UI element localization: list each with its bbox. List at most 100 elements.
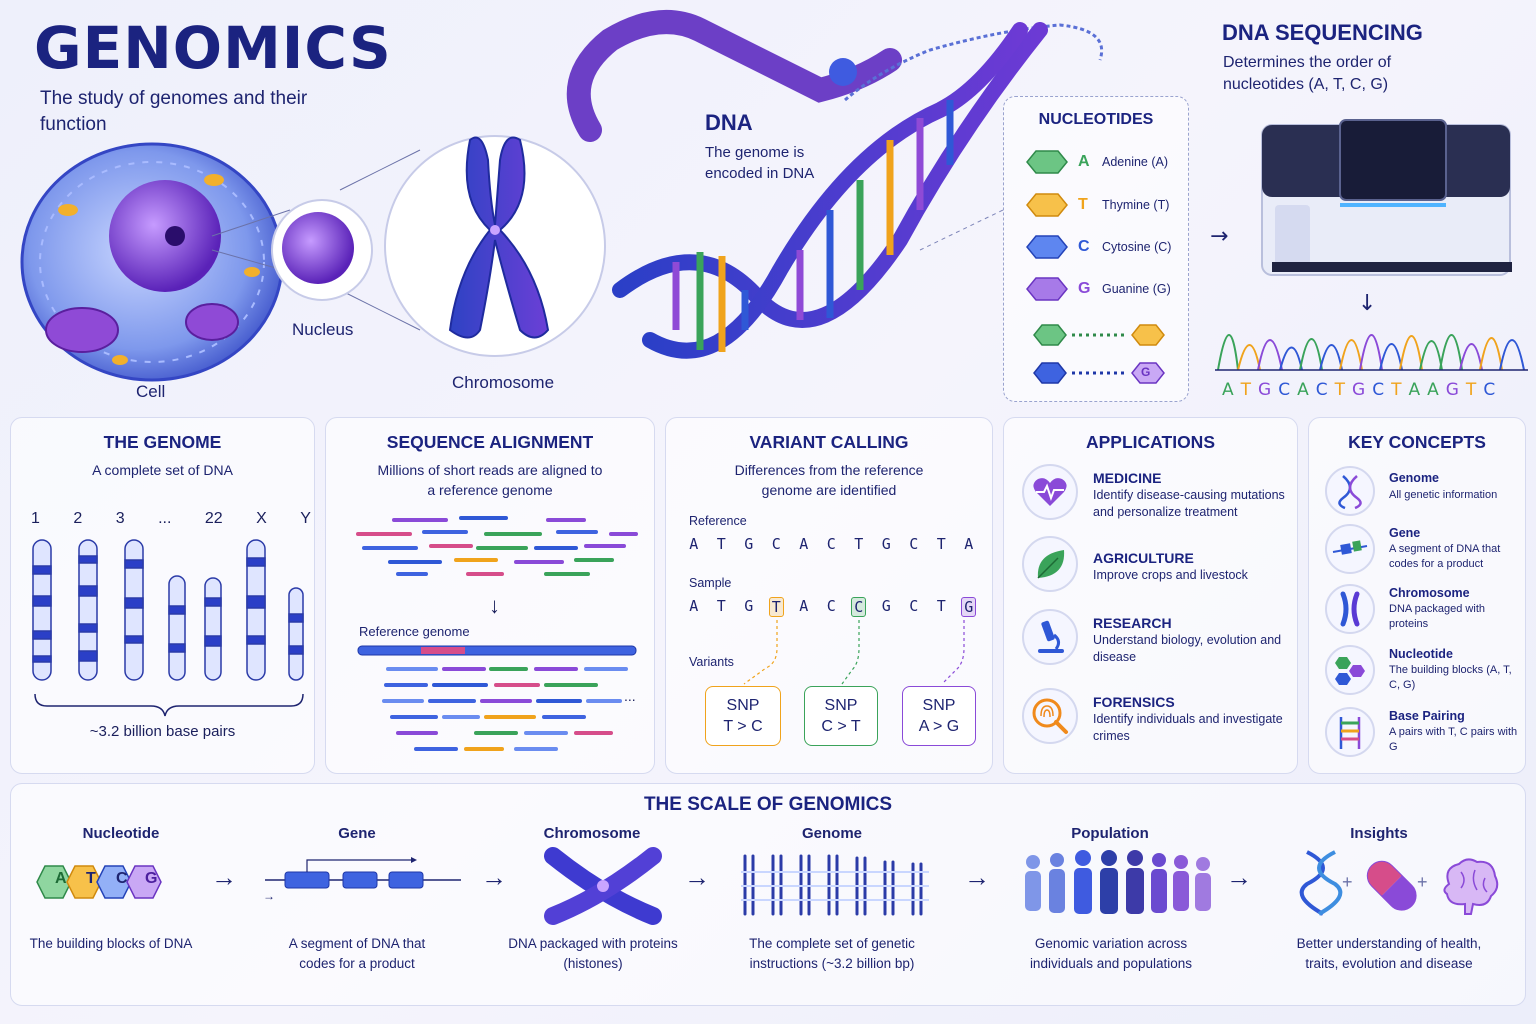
chromosome-label: Chromosome (452, 373, 555, 392)
arrow-down-icon: ↓ (489, 593, 500, 618)
sequencer-machine-icon (1261, 119, 1512, 276)
cell-illustration (20, 142, 284, 382)
scale-desc-nucleotide: The building blocks of DNA (29, 936, 193, 951)
reference-label: Reference (689, 514, 747, 528)
nucleotides-title: NUCLEOTIDES (1038, 111, 1154, 128)
scale-heading-nucleotide: Nucleotide (82, 825, 160, 842)
base-pairs-label: ~3.2 billion base pairs (89, 723, 236, 740)
chromatogram-trace (1215, 334, 1528, 371)
sample-base: C (826, 597, 836, 615)
cell-label: Cell (136, 382, 166, 401)
nucleotide-molecules-icon (1325, 645, 1375, 695)
sequence-letter: A (1297, 380, 1309, 400)
letter-g: G (145, 870, 158, 887)
scale-desc-insights: Better understanding of health, traits, … (1296, 936, 1482, 971)
scale-heading-population: Population (1071, 825, 1149, 842)
variant-base: G (961, 597, 977, 617)
alignment-panel: SEQUENCE ALIGNMENT Millions of short rea… (325, 417, 655, 774)
arrow-right-icon: → (964, 862, 990, 892)
nucleotides-box: NUCLEOTIDES A Adenine (A) T Thymine (T) … (1003, 96, 1189, 402)
sample-base: T (716, 597, 726, 615)
plus-sign: + (1417, 872, 1428, 892)
reference-base: A (964, 535, 974, 553)
hexagon-purple-icon (1026, 277, 1068, 301)
gene-segment-icon (1325, 524, 1375, 574)
reference-base: C (771, 535, 781, 553)
arrow-right-icon: → (211, 862, 237, 892)
scale-desc-chromosome: DNA packaged with proteins (histones) (508, 936, 678, 971)
variant-panel-title: VARIANT CALLING (749, 432, 909, 452)
heart-pulse-icon (1022, 464, 1078, 520)
chromosome-x-illustration (544, 847, 662, 925)
dna-icon (1299, 850, 1343, 916)
nucleotide-hexagons-illustration (36, 865, 162, 899)
chromosome-illustration (448, 136, 550, 339)
page-title: GENOMICS (34, 14, 392, 82)
microscope-icon (1022, 609, 1078, 665)
variants-label: Variants (689, 655, 734, 669)
sequence-letter: T (1240, 380, 1252, 400)
sequence-letter: G (1258, 380, 1272, 400)
scale-title: THE SCALE OF GENOMICS (643, 794, 893, 815)
arrow-right-icon: → (1210, 224, 1228, 249)
hexagon-yellow-icon (1026, 193, 1068, 217)
sample-label: Sample (689, 576, 732, 590)
letter-t: T (86, 870, 96, 887)
sample-base: C (845, 597, 873, 617)
karyotype-illustration (32, 539, 304, 717)
base-pairing-icon (1325, 707, 1375, 757)
genome-panel-subtitle: A complete set of DNA (92, 462, 233, 478)
sample-base: T (763, 597, 791, 617)
sequence-letter: C (1278, 380, 1291, 400)
nucleotide-row-cytosine: C Cytosine (C) (1026, 234, 1171, 260)
scale-heading-insights: Insights (1350, 825, 1408, 842)
variant-base: T (768, 597, 784, 617)
sequence-letter: C (1483, 380, 1496, 400)
sequence-letter: T (1334, 380, 1345, 400)
arrow-right-icon: → (684, 862, 710, 892)
page-subtitle: The study of genomes and their function (40, 88, 308, 135)
alignment-panel-title: SEQUENCE ALIGNMENT (386, 432, 594, 452)
variant-base: C (851, 597, 867, 617)
dna-helix-illustration (612, 22, 1048, 359)
hexagon-green-icon (1026, 150, 1068, 174)
scale-heading-gene: Gene (338, 825, 376, 842)
sequence-letter: C (1372, 380, 1385, 400)
plus-sign: + (1342, 872, 1353, 892)
sequencing-title: DNA SEQUENCING (1222, 20, 1423, 45)
reference-base: T (936, 535, 946, 553)
genome-panel-title: THE GENOME (103, 432, 222, 452)
short-reads-illustration (356, 516, 638, 576)
snp-card-1: SNP T > C (705, 686, 781, 746)
aligned-reads-illustration (357, 645, 637, 751)
nucleotide-row-thymine: T Thymine (T) (1026, 192, 1169, 218)
nucleotide-row-guanine: G Guanine (G) (1026, 276, 1171, 302)
svg-text:→: → (263, 889, 275, 903)
nucleotide-row-adenine: A Adenine (A) (1026, 149, 1168, 175)
leaf-icon (1022, 536, 1078, 592)
scale-heading-chromosome: Chromosome (543, 825, 641, 842)
reference-base: G (881, 535, 891, 553)
sequence-letter: G (1445, 380, 1459, 400)
population-people-illustration (1025, 850, 1211, 914)
sequence-letter: C (1315, 380, 1328, 400)
sequence-letter: T (1391, 380, 1402, 400)
sequence-letter: G (1352, 380, 1366, 400)
variant-connectors (743, 620, 965, 685)
sequence-letter: A (1222, 380, 1234, 400)
scale-desc-genome: The complete set of genetic instructions… (749, 936, 915, 971)
reference-base: A (799, 535, 809, 553)
reference-base: T (854, 535, 864, 553)
more-reads-ellipsis: ... (624, 688, 636, 704)
base-pair-illustration (1033, 324, 1165, 384)
reference-base: T (716, 535, 726, 553)
sample-base: A (689, 597, 699, 615)
hero-illustration: → ↓ (20, 10, 1528, 382)
sequence-letter: A (1408, 380, 1421, 400)
scale-heading-genome: Genome (801, 825, 862, 842)
reference-genome-label: Reference genome (359, 624, 470, 639)
scale-desc-population: Genomic variation across individuals and… (1029, 936, 1193, 971)
key-concepts-title: KEY CONCEPTS (1348, 432, 1486, 452)
sample-base: C (909, 597, 919, 615)
